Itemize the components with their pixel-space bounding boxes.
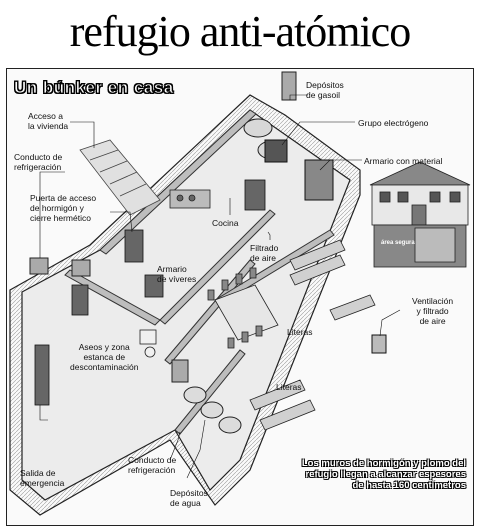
label-literas-2: Literas	[276, 382, 302, 392]
generator	[264, 139, 288, 163]
ventilation-unit	[371, 334, 387, 354]
leader-lines	[39, 94, 401, 479]
stairs	[79, 139, 161, 216]
doors	[34, 179, 266, 406]
outer-walls	[9, 94, 361, 516]
material-cabinet	[304, 159, 334, 201]
vents	[29, 71, 297, 383]
label-cocina: Cocina	[212, 218, 239, 228]
headline: refugio anti-atómico	[69, 7, 411, 56]
subtitle: Un búnker en casa	[14, 78, 174, 98]
callout-text: Los muros de hormigón y plomo del refugi…	[301, 458, 466, 491]
bunks	[249, 239, 376, 431]
dining-table	[207, 267, 279, 349]
label-armario-material: Armario con material	[364, 156, 443, 166]
water-tanks	[183, 386, 242, 434]
house-sign: área segura	[381, 240, 415, 246]
house-inset	[369, 161, 471, 268]
label-literas-1: Literas	[287, 327, 313, 337]
label-grupo-electrogeno: Grupo electrógeno	[358, 118, 429, 128]
kitchen	[169, 189, 211, 209]
interior-walls	[64, 109, 335, 435]
washroom	[139, 329, 157, 358]
